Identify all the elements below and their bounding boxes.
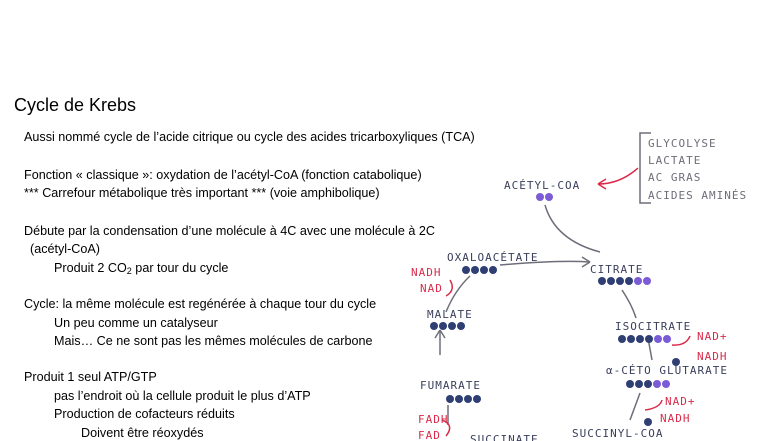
fumarate-label: FUMARATE <box>420 379 481 392</box>
oxaloacetate-label: OXALOACÉTATE <box>447 251 538 264</box>
iso-dot-1 <box>618 335 626 343</box>
text-line-cycle: Cycle: la même molécule est regénérée à … <box>24 297 377 311</box>
produit-sub: 2 <box>126 266 132 276</box>
isocitrate-label: ISOCITRATE <box>615 320 691 333</box>
source-ac-gras: AC GRAS <box>648 171 701 184</box>
sources-arrow-head <box>597 178 607 190</box>
fum-dot-2 <box>455 395 463 403</box>
fumarate-fadh: FADH <box>418 413 449 426</box>
text-line-endroit: pas l’endroit où la cellule produit le p… <box>54 389 311 403</box>
akg-co2-dot <box>644 418 652 426</box>
produit-before: Produit 2 CO <box>54 261 127 275</box>
fum-dot-4 <box>473 395 481 403</box>
iso-dot-3 <box>636 335 644 343</box>
arrow-akg-to-succinyl <box>629 392 641 421</box>
arrow-malate-to-oaa <box>445 275 471 313</box>
isocitrate-nad-arrow <box>671 335 691 346</box>
citrate-dot-6 <box>643 277 651 285</box>
iso-dot-5 <box>654 335 662 343</box>
malate-label: MALATE <box>427 308 473 321</box>
fumarate-fad-arrow <box>441 419 451 437</box>
succinate-label: SUCCINATE <box>470 433 539 441</box>
source-glycolyse: GLYCOLYSE <box>648 137 717 150</box>
malate-nad: NAD <box>420 282 443 295</box>
arrow-citrate-head <box>581 256 591 268</box>
text-line-tca: Aussi nommé cycle de l’acide citrique ou… <box>24 130 475 144</box>
acetyl-dot-1 <box>536 193 544 201</box>
arrow-citrate-to-isocitrate <box>621 289 637 319</box>
fum-dot-3 <box>464 395 472 403</box>
acetyl-coa-label: ACÉTYL-COA <box>504 179 580 192</box>
text-line-fonction: Fonction « classique »: oxydation de l’a… <box>24 168 422 182</box>
text-line-mais: Mais… Ce ne sont pas les mêmes molécules… <box>54 334 373 348</box>
malate-dot-2 <box>439 322 447 330</box>
isocitrate-dots <box>618 335 671 343</box>
arrow-malate-head <box>434 329 446 339</box>
isocitrate-co2-dot <box>672 358 680 366</box>
text-line-produit-co2: Produit 2 CO2 par tour du cycle <box>54 260 228 276</box>
oxaloacetate-dots <box>462 266 497 274</box>
citrate-dot-1 <box>598 277 606 285</box>
akg-nad-arrow <box>644 399 663 411</box>
isocitrate-nadh: NADH <box>697 350 728 363</box>
citrate-dot-2 <box>607 277 615 285</box>
iso-dot-6 <box>663 335 671 343</box>
citrate-dots <box>598 277 651 285</box>
citrate-dot-4 <box>625 277 633 285</box>
malate-dot-4 <box>457 322 465 330</box>
oaa-dot-1 <box>462 266 470 274</box>
malate-dot-1 <box>430 322 438 330</box>
malate-nad-arrow <box>445 279 453 297</box>
text-line-cofacteurs: Production de cofacteurs réduits <box>54 407 235 421</box>
arrow-oaa-to-citrate <box>499 260 591 266</box>
sources-bracket <box>639 132 651 204</box>
fumarate-dots <box>446 395 481 403</box>
text-line-debute: Débute par la condensation d’une molécul… <box>24 224 435 238</box>
citrate-dot-5 <box>634 277 642 285</box>
sources-arrow <box>597 167 639 185</box>
oaa-dot-3 <box>480 266 488 274</box>
fum-dot-1 <box>446 395 454 403</box>
succinyl-coa-label: SUCCINYL-COA <box>572 427 663 440</box>
malate-dot-3 <box>448 322 456 330</box>
fumarate-fad: FAD <box>418 429 441 441</box>
isocitrate-nad-plus: NAD+ <box>697 330 728 343</box>
text-line-atp: Produit 1 seul ATP/GTP <box>24 370 157 384</box>
text-line-acetyl: (acétyl-CoA) <box>30 242 100 256</box>
source-acides-amines: ACIDES AMINÉS <box>648 189 747 202</box>
akg-dots <box>626 380 670 388</box>
citrate-dot-3 <box>616 277 624 285</box>
citrate-label: CITRATE <box>590 263 643 276</box>
acetyl-coa-dots <box>536 193 553 201</box>
iso-dot-4 <box>645 335 653 343</box>
source-lactate: LACTATE <box>648 154 701 167</box>
akg-dot-1 <box>626 380 634 388</box>
acetyl-dot-2 <box>545 193 553 201</box>
text-line-carrefour: *** Carrefour métabolique très important… <box>24 186 380 200</box>
akg-dot-5 <box>662 380 670 388</box>
akg-nad-plus: NAD+ <box>665 395 696 408</box>
malate-dots <box>430 322 465 330</box>
produit-after: par tour du cycle <box>131 261 229 275</box>
akg-dot-3 <box>644 380 652 388</box>
akg-nadh: NADH <box>660 412 691 425</box>
text-line-reoxydes: Doivent être réoxydés <box>81 426 204 440</box>
text-line-catalyseur: Un peu comme un catalyseur <box>54 316 218 330</box>
slide-title: Cycle de Krebs <box>14 95 137 115</box>
akg-dot-4 <box>653 380 661 388</box>
arrow-acetyl-to-citrate <box>544 204 601 253</box>
akg-label: α-CÉTO GLUTARATE <box>606 364 728 377</box>
oaa-dot-2 <box>471 266 479 274</box>
akg-dot-2 <box>635 380 643 388</box>
oaa-dot-4 <box>489 266 497 274</box>
malate-nadh: NADH <box>411 266 442 279</box>
iso-dot-2 <box>627 335 635 343</box>
